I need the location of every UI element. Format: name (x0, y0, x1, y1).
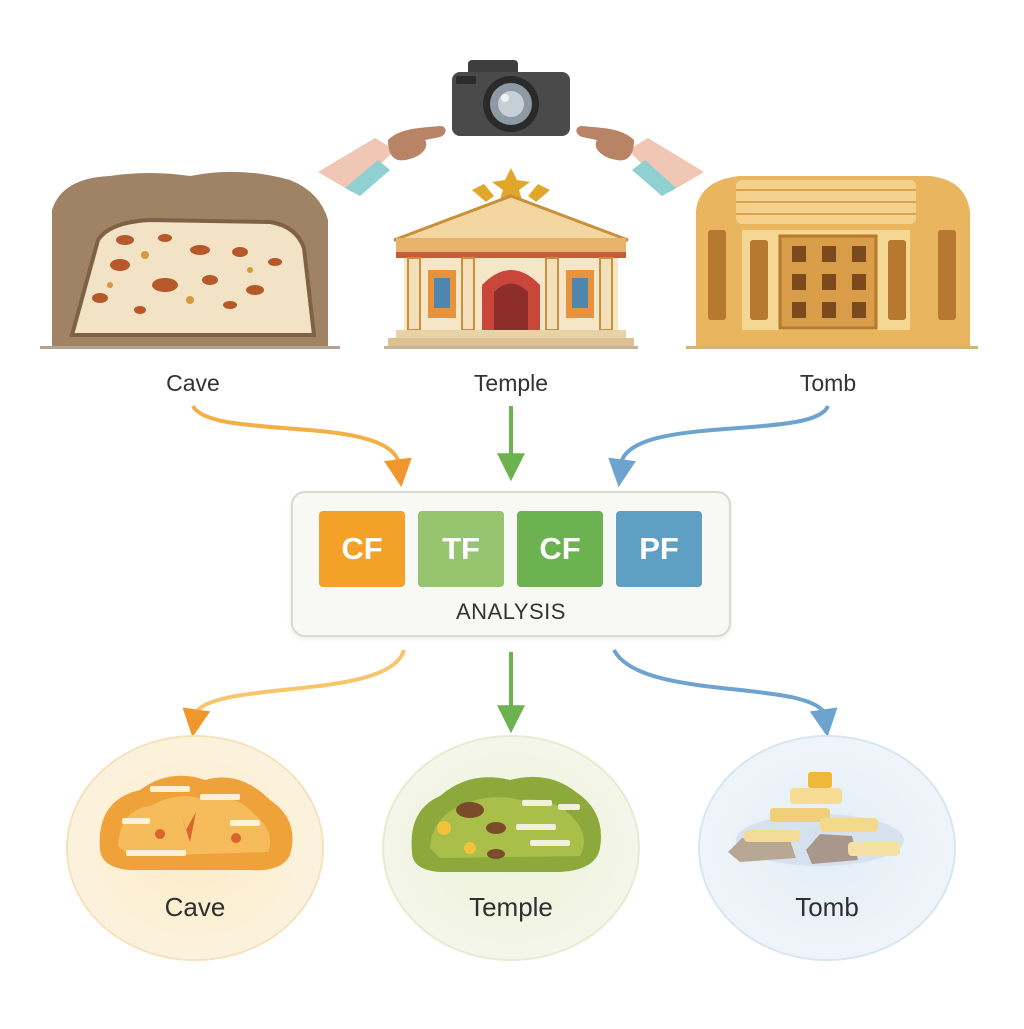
top-label-cave: Cave (166, 370, 220, 396)
tile-cf-1: CF (319, 511, 405, 587)
temple-result (382, 735, 640, 961)
cave-to-analysis-arrow (191, 404, 412, 488)
top-label-temple: Temple (473, 370, 549, 396)
top-label-tomb: Tomb (799, 370, 857, 396)
tomb-icon (686, 176, 978, 349)
analysis-title: ANALYSIS (456, 599, 566, 624)
right-hand-icon (576, 126, 704, 196)
analysis-box: CF TF CF PF ANALYSIS (291, 491, 731, 637)
tile-cf-2: CF (517, 511, 603, 587)
bottom-label-temple: Temple (469, 892, 553, 922)
bottom-label-cave: Cave (164, 892, 226, 922)
left-hand-icon (318, 126, 446, 196)
analysis-to-cave-arrow (182, 649, 406, 738)
camera-icon (452, 60, 570, 136)
tomb-to-analysis-arrow (608, 404, 830, 488)
analysis-to-tomb-arrow (612, 648, 838, 738)
temple-icon (384, 168, 638, 349)
cave-icon (40, 171, 340, 349)
bottom-label-tomb: Tomb (795, 892, 859, 922)
tile-tf: TF (418, 511, 504, 587)
tomb-result (698, 735, 956, 961)
tile-pf: PF (616, 511, 702, 587)
cave-result (66, 735, 324, 961)
